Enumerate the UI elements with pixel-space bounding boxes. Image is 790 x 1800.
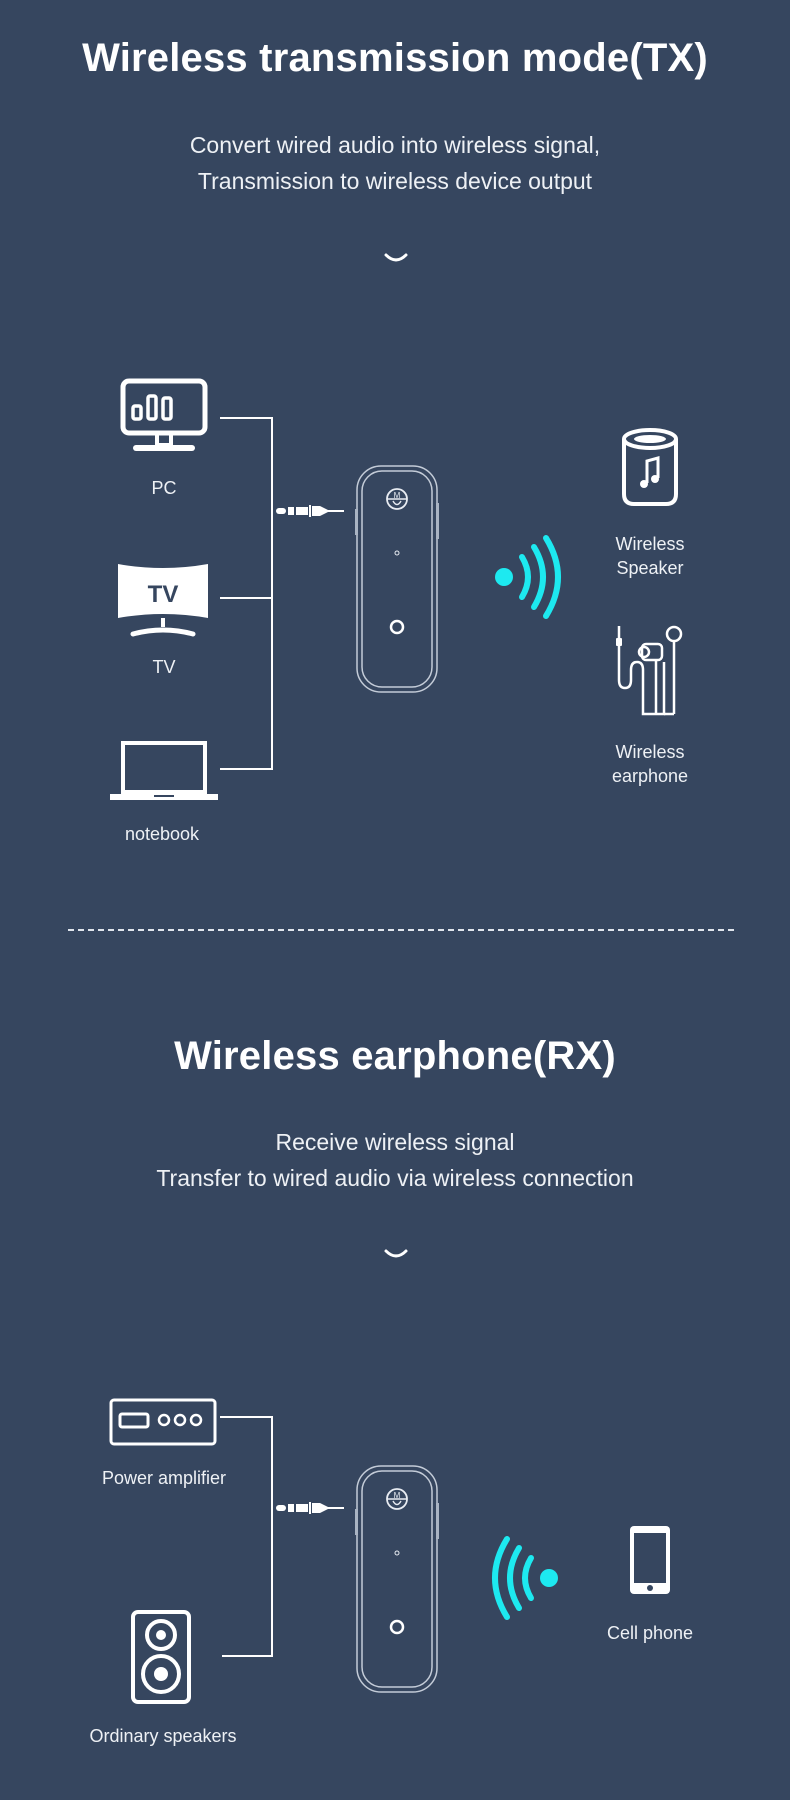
output-label-line-1: Wireless <box>615 742 685 762</box>
rx-title: Wireless earphone(RX) <box>174 1034 616 1078</box>
pc-monitor-icon <box>120 378 208 451</box>
output-label-line-2: earphone <box>611 766 689 786</box>
rx-subtitle-line-2: Transfer to wired audio via wireless con… <box>156 1165 634 1191</box>
output-label-power-amplifier: Power amplifier <box>101 1468 227 1488</box>
svg-text:M: M <box>394 1491 401 1500</box>
rx-subtitle: Receive wireless signal Transfer to wire… <box>0 1124 790 1196</box>
tx-subtitle: Convert wired audio into wireless signal… <box>0 127 790 199</box>
tx-subtitle-line-2: Transmission to wireless device output <box>197 168 593 194</box>
output-label-ordinary-speakers: Ordinary speakers <box>89 1726 237 1746</box>
audio-jack-icon <box>276 505 344 517</box>
tx-subtitle-line-1: Convert wired audio into wireless signal… <box>189 132 601 158</box>
source-label-notebook: notebook <box>124 824 200 844</box>
speaker-cabinet-icon <box>131 1610 191 1704</box>
audio-jack-icon <box>276 1502 344 1514</box>
tx-connector-lines <box>220 417 273 770</box>
wireless-signal-in-icon <box>492 1536 558 1620</box>
output-label-line-2: Speaker <box>616 558 684 578</box>
source-label-tv: TV <box>152 657 176 677</box>
wired-earphone-icon <box>616 625 683 716</box>
rx-connector-lines <box>220 1416 273 1657</box>
tx-title: Wireless transmission mode(TX) <box>82 36 708 80</box>
chevron-smile-icon <box>384 253 408 262</box>
power-amplifier-icon <box>109 1398 217 1446</box>
section-divider <box>68 929 734 931</box>
source-label-pc: PC <box>151 478 177 498</box>
bluetooth-adapter-icon: M <box>355 1465 439 1693</box>
svg-text:M: M <box>394 491 401 500</box>
rx-subtitle-line-1: Receive wireless signal <box>275 1129 515 1155</box>
bluetooth-adapter-icon: M <box>355 465 439 693</box>
wireless-signal-out-icon <box>495 535 561 619</box>
tv-icon: TV <box>118 564 208 637</box>
output-label-wireless-speaker: Wireless Speaker <box>590 532 710 580</box>
source-label-cell-phone: Cell phone <box>606 1623 694 1643</box>
svg-text:TV: TV <box>148 581 179 608</box>
output-label-wireless-earphone: Wireless earphone <box>590 740 710 788</box>
cell-phone-icon <box>630 1526 670 1594</box>
laptop-icon <box>110 741 218 800</box>
smart-speaker-icon <box>622 428 678 506</box>
output-label-line-1: Wireless <box>615 534 685 554</box>
chevron-smile-icon <box>384 1249 408 1258</box>
